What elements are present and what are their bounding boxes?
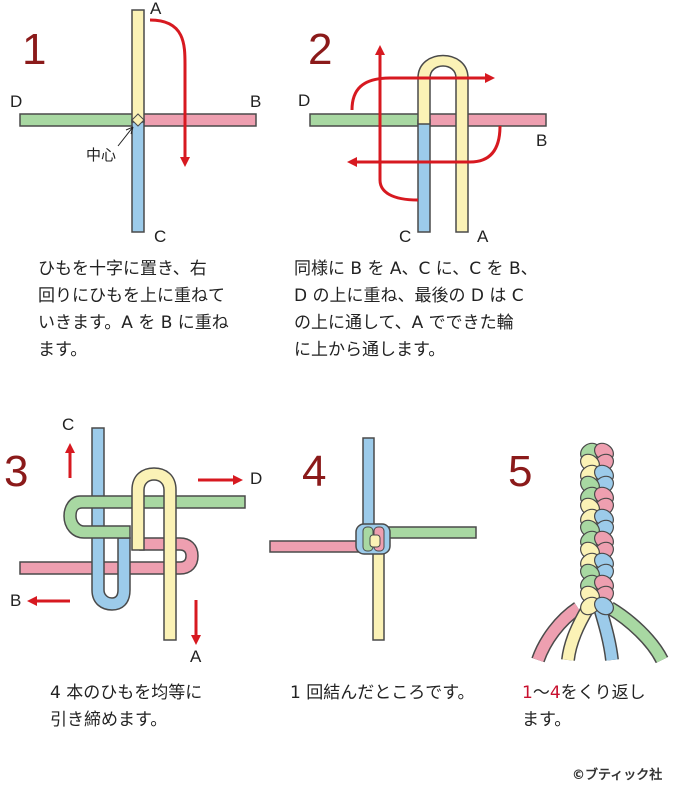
step-4-number: 4 [302,447,327,496]
arrow-right [350,73,495,111]
cord-green-right [381,526,477,539]
caption-line: 同様に B を A、C に、C を B、 [294,259,538,279]
cord-c-blue [91,427,131,611]
label-c: C [154,227,167,246]
copyright-credit: ©ブティック社 [572,768,663,783]
caption-line: に上から通します。 [294,340,446,360]
caption-line: 引き締めます。 [50,710,168,730]
step-2-caption: 同様に B を A、C に、C を B、 D の上に重ね、最後の D は C の… [294,256,574,364]
cord-a-yellow [131,467,177,641]
step-1-caption: ひもを十字に置き、右 回りにひもを上に重ねて いきます。A を B に重ね ます… [38,256,268,364]
step-3-caption: 4 本のひもを均等に 引き締めます。 [50,680,270,734]
step-1-number: 1 [22,25,47,74]
cord-c-blue [417,119,431,233]
center-pointer [117,126,134,147]
braided-cord [580,442,614,616]
step-2-diagram [309,45,547,233]
step-5-number: 5 [508,447,533,496]
label-center: 中心 [86,146,117,164]
caption-line: いきます。A を B に重ね [38,313,229,333]
step-3-diagram [19,427,246,645]
label-b: B [250,92,262,111]
cord-blue-top [362,437,375,531]
step-1-diagram [19,9,257,233]
step-5-caption: 1～4をくり返し ます。 [522,680,672,734]
caption-line: ひもを十字に置き、右 [38,259,207,279]
label-d: D [298,91,311,110]
label-d: D [250,469,263,488]
caption-line: ます。 [38,340,88,360]
label-a: A [477,227,489,246]
arrow-left [347,125,502,167]
label-b: B [536,131,548,150]
step-4-diagram [269,437,477,641]
step-3-number: 3 [4,447,29,496]
step-ref-to: 4 [549,683,561,703]
cord-b-pink [137,113,257,127]
label-a: A [190,647,202,666]
braid-segment [594,596,614,616]
label-c: C [62,415,75,434]
cord-a-yellow-loop [417,54,469,233]
caption-line: 1～4をくり返し [522,680,672,707]
label-d: D [10,92,23,111]
cord-d-green [19,113,139,127]
caption-line: 回りにひもを上に重ねて [38,286,225,306]
caption-rest: をくり返し [560,683,646,703]
caption-line: の上に通して、A でできた輪 [294,313,514,333]
cord-c-blue [131,119,145,233]
caption-line: 4 本のひもを均等に [50,683,203,703]
caption-line: ます。 [522,710,572,730]
arrow-b [440,76,500,110]
cord-yellow-bottom [372,547,385,641]
label-a: A [150,0,162,18]
cord-d-green [63,495,246,539]
label-b: B [10,591,22,610]
cord-pink-left [269,540,367,553]
arrow-d-path [378,108,419,202]
cord-d-green [309,113,429,127]
tilde: ～ [532,683,550,703]
cord-b-pink [427,113,547,127]
step-ref-from: 1 [522,683,533,703]
cord-a-yellow [131,9,145,123]
step-2-number: 2 [308,25,333,74]
step-5-diagram [531,442,669,664]
step-4-caption: 1 回結んだところです。 [290,680,500,707]
caption-line: 1 回結んだところです。 [290,683,475,703]
caption-line: D の上に重ね、最後の D は C [294,286,524,306]
label-c: C [399,227,412,246]
arrow-a-over-b [149,18,190,167]
